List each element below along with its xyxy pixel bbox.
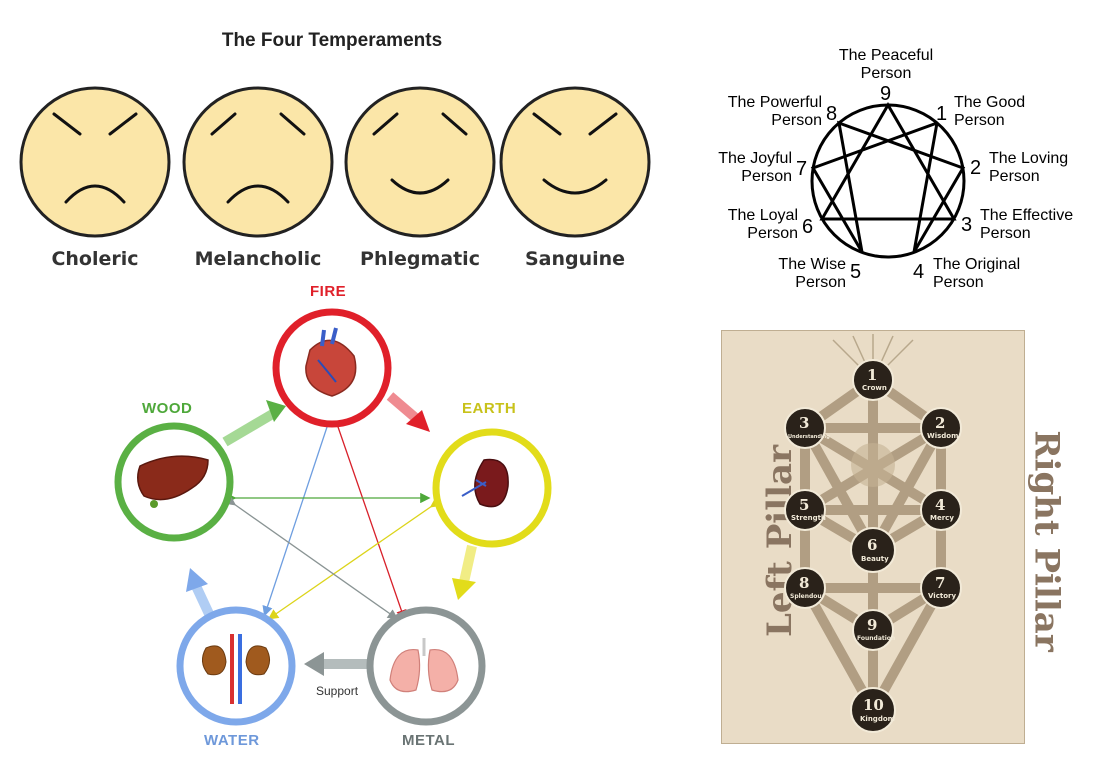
wood-node bbox=[118, 426, 230, 538]
svg-text:4: 4 bbox=[935, 496, 945, 514]
ennea-1-name: The Good Person bbox=[954, 94, 1038, 130]
wood-label: WOOD bbox=[142, 400, 192, 417]
svg-text:Crown: Crown bbox=[862, 384, 887, 392]
svg-text:Foundation: Foundation bbox=[857, 635, 895, 642]
svg-text:8: 8 bbox=[799, 574, 809, 592]
water-node bbox=[180, 610, 292, 722]
svg-text:Strength: Strength bbox=[791, 514, 826, 522]
svg-text:Understanding: Understanding bbox=[788, 434, 830, 440]
svg-text:Victory: Victory bbox=[928, 592, 956, 600]
sephirah-10: 10 Kingdom bbox=[851, 688, 895, 732]
ennea-3-number: 3 bbox=[961, 214, 972, 237]
fire-node bbox=[276, 312, 388, 424]
svg-text:Beauty: Beauty bbox=[861, 555, 889, 563]
ennea-1-number: 1 bbox=[936, 103, 947, 126]
ennea-9-name: The Peaceful Person bbox=[820, 47, 952, 83]
ennea-8-name: The Powerful Person bbox=[710, 94, 822, 130]
temperaments-title: The Four Temperaments bbox=[0, 30, 664, 52]
svg-text:1: 1 bbox=[867, 366, 877, 384]
choleric-face-icon bbox=[21, 88, 169, 236]
ennea-7-number: 7 bbox=[796, 158, 807, 181]
svg-text:Mercy: Mercy bbox=[930, 514, 954, 522]
svg-text:9: 9 bbox=[867, 616, 877, 634]
ennea-2-name: The Loving Person bbox=[989, 150, 1089, 186]
svg-text:Kingdom: Kingdom bbox=[860, 715, 895, 723]
melancholic-face-icon bbox=[184, 88, 332, 236]
ennea-5-name: The Wise Person bbox=[756, 256, 846, 292]
earth-label: EARTH bbox=[462, 400, 516, 417]
metal-label: METAL bbox=[402, 732, 455, 749]
support-label: Support bbox=[316, 684, 358, 698]
ennea-4-name: The Original Person bbox=[933, 256, 1033, 292]
ennea-7-name: The Joyful Person bbox=[700, 150, 792, 186]
ennea-5-number: 5 bbox=[850, 261, 861, 284]
choleric-label: Choleric bbox=[20, 248, 170, 270]
sephirah-4: 4 Mercy bbox=[921, 490, 961, 530]
metal-node bbox=[370, 610, 482, 722]
svg-text:10: 10 bbox=[863, 696, 884, 714]
svg-text:Wisdom: Wisdom bbox=[927, 432, 958, 440]
ennea-2-number: 2 bbox=[970, 157, 981, 180]
right-pillar-label: Right Pillar bbox=[1027, 430, 1067, 651]
svg-text:Splendour: Splendour bbox=[790, 593, 825, 600]
tree-of-life-diagram: 1 Crown 2 Wisdom 3 Understanding 4 Mercy… bbox=[721, 330, 1025, 744]
fire-label: FIRE bbox=[310, 283, 346, 300]
svg-text:3: 3 bbox=[799, 414, 809, 432]
ennea-9-number: 9 bbox=[880, 83, 891, 106]
svg-text:6: 6 bbox=[867, 536, 877, 554]
ennea-6-name: The Loyal Person bbox=[710, 207, 798, 243]
temperament-faces bbox=[0, 80, 664, 250]
svg-text:2: 2 bbox=[935, 414, 945, 432]
sephirah-2: 2 Wisdom bbox=[921, 408, 961, 448]
svg-text:7: 7 bbox=[935, 574, 945, 592]
earth-node bbox=[436, 432, 548, 544]
ennea-4-number: 4 bbox=[913, 261, 924, 284]
phlegmatic-label: Phlegmatic bbox=[345, 248, 495, 270]
sephirah-7: 7 Victory bbox=[921, 568, 961, 608]
sephirah-6: 6 Beauty bbox=[851, 528, 895, 572]
sephirah-5: 5 Strength bbox=[785, 490, 826, 530]
sephirah-8: 8 Splendour bbox=[785, 568, 825, 608]
svg-text:5: 5 bbox=[799, 496, 809, 514]
water-label: WATER bbox=[204, 732, 260, 749]
ennea-3-name: The Effective Person bbox=[980, 207, 1090, 243]
phlegmatic-face-icon bbox=[346, 88, 494, 236]
ennea-6-number: 6 bbox=[802, 216, 813, 239]
sanguine-face-icon bbox=[501, 88, 649, 236]
melancholic-label: Melancholic bbox=[183, 248, 333, 270]
sephirah-1: 1 Crown bbox=[853, 360, 893, 400]
sanguine-label: Sanguine bbox=[500, 248, 650, 270]
ennea-8-number: 8 bbox=[826, 103, 837, 126]
